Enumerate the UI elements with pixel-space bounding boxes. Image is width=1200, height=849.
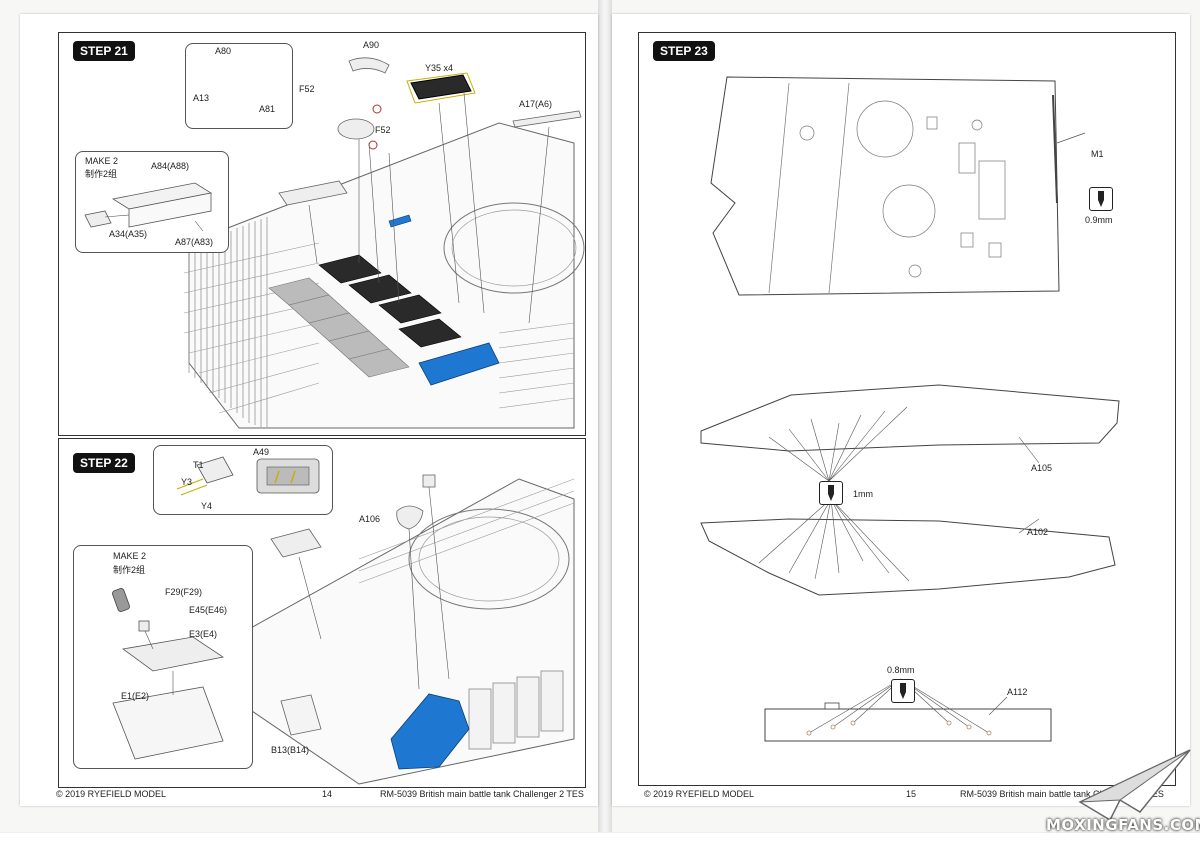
label-f52-right: F52 [375,125,391,135]
label-f52-top: F52 [299,84,315,94]
label-make2-cn: 制作2组 [85,169,118,179]
label-e45: E45(E46) [189,605,228,615]
label-a34: A34(A35) [109,229,148,239]
watermark-text: MOXINGFANS.COM [1046,816,1200,834]
label-a13: A13 [193,93,210,103]
label-e3: E3(E4) [189,629,218,639]
bottom-strip [0,832,1200,849]
a84-assembly-drawing [84,182,213,232]
label-a90: A90 [363,40,380,50]
label-a87: A87(A83) [175,237,214,247]
label-b13: B13(B14) [271,745,310,755]
book-spine [598,0,612,848]
label-y3: Y3 [181,477,193,487]
drill-bit-icon [1089,187,1113,211]
a49-detail-drawing [176,456,320,496]
label-y4: Y4 [201,501,213,511]
right-footer-copyright: © 2019 RYEFIELD MODEL [644,789,755,799]
label-size-1: 1mm [853,489,873,499]
left-page: STEP 21 [20,14,598,806]
label-a49: A49 [253,447,270,457]
label-a106: A106 [359,514,381,524]
label-f29: F29(F29) [165,587,203,597]
label-make2: MAKE 2 [113,551,147,561]
step23-badge: STEP 23 [653,41,715,61]
right-page: STEP 23 [612,14,1190,806]
left-footer-copyright: © 2019 RYEFIELD MODEL [56,789,167,799]
step22-front-hull-illustration [248,474,575,785]
label-a17: A17(A6) [519,99,553,109]
drill-bit-icon [891,679,915,703]
step23-panel: STEP 23 [638,32,1176,786]
step21-panel: STEP 21 [58,32,586,436]
label-y35: Y35 x4 [425,63,454,73]
label-size-09: 0.9mm [1085,215,1113,225]
drill-bit-icon [819,481,843,505]
label-a84: A84(A88) [151,161,190,171]
label-m1: M1 [1091,149,1104,159]
label-a105: A105 [1031,463,1053,473]
left-footer-product: RM-5039 British main battle tank Challen… [380,789,584,799]
label-e1: E1(E2) [121,691,150,701]
watermark-logo-icon [1078,749,1191,822]
e1-assembly-drawing [112,588,225,760]
step21-hull-illustration [183,57,585,429]
label-a81: A81 [259,104,276,114]
label-a80: A80 [215,46,232,56]
step22-panel: STEP 22 [58,438,586,788]
step23-drawing [700,76,1120,742]
left-footer-page-number: 14 [322,789,333,799]
step21-badge: STEP 21 [73,41,135,61]
label-size-08: 0.8mm [887,665,915,675]
label-make2-cn: 制作2组 [113,565,146,575]
right-footer-product: RM-5039 British main battle tank Challen… [960,789,1164,799]
label-make2: MAKE 2 [85,156,119,166]
label-a112: A112 [1007,687,1028,697]
a80-callout [185,43,293,129]
label-a102: A102 [1027,527,1049,537]
step22-badge: STEP 22 [73,453,135,473]
label-t1: T1 [193,460,204,470]
right-footer-page-number: 15 [906,789,917,799]
